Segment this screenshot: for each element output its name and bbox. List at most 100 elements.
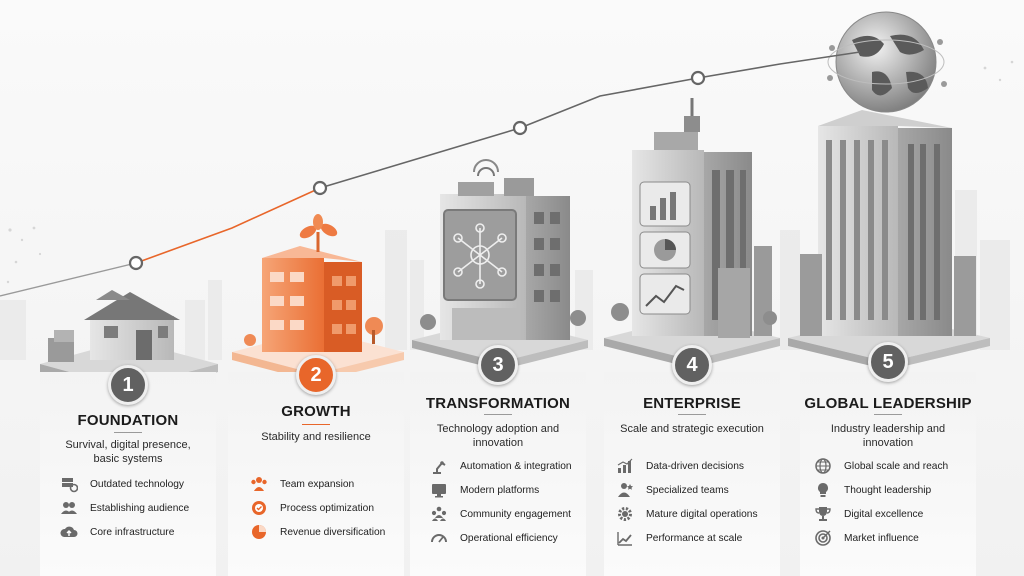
stage-item: Global scale and reach [814, 454, 976, 478]
stage-item: Thought leadership [814, 478, 976, 502]
pie-chart-icon [250, 523, 268, 541]
growth-node-3 [512, 120, 528, 136]
stage-item: Modern platforms [430, 478, 586, 502]
title-divider [678, 414, 706, 415]
stage-item: Data-driven decisions [616, 454, 780, 478]
growth-nodes [128, 70, 706, 271]
stage-title: GROWTH [281, 403, 351, 420]
stage-item-label: Community engagement [460, 508, 571, 520]
stage-number-badge: 1 [108, 365, 148, 405]
stage-3: 3 TRANSFORMATION Technology adoption and… [410, 0, 586, 576]
stage-number-badge: 2 [296, 355, 336, 395]
growth-chart-icon [616, 529, 634, 547]
stage-5: 5 GLOBAL LEADERSHIP Industry leadership … [800, 0, 976, 576]
stage-title: GLOBAL LEADERSHIP [804, 395, 972, 412]
growth-node-1 [128, 255, 144, 271]
stage-title: TRANSFORMATION [425, 395, 571, 412]
stage-column-background [228, 372, 404, 576]
stage-item-label: Digital excellence [844, 508, 924, 520]
globe-tower-building [800, 11, 976, 336]
growth-node-4 [690, 70, 706, 86]
stage-item-list: Global scale and reach Thought leadershi… [814, 454, 976, 550]
globe-icon [814, 457, 832, 475]
trophy-icon [814, 505, 832, 523]
stage-item-label: Mature digital operations [646, 508, 758, 520]
growth-line [319, 51, 861, 189]
network-tower-building [420, 159, 586, 340]
title-divider [114, 432, 142, 433]
title-divider [484, 414, 512, 415]
stage-item-label: Specialized teams [646, 484, 729, 496]
stage-item-label: Thought leadership [844, 484, 932, 496]
stage-item: Establishing audience [60, 496, 216, 520]
stage-item-label: Revenue diversification [280, 526, 386, 538]
stage-item-list: Automation & integration Modern platform… [430, 454, 586, 550]
stage-item: Outdated technology [60, 472, 216, 496]
stage-subtitle: Survival, digital presence, basic system… [65, 439, 191, 465]
lightbulb-icon [814, 481, 832, 499]
title-divider [302, 424, 330, 425]
stage-title: ENTERPRISE [643, 395, 741, 412]
stage-number-badge: 4 [672, 345, 712, 385]
stage-item: Revenue diversification [250, 520, 404, 544]
stage-item-label: Team expansion [280, 478, 355, 490]
stage-item: Specialized teams [616, 478, 780, 502]
stage-title: FOUNDATION [77, 412, 179, 429]
orange-office-building [244, 214, 383, 352]
stage-item-list: Data-driven decisions Specialized teams … [616, 454, 780, 550]
stage-item-label: Global scale and reach [844, 460, 949, 472]
bar-chart-icon [616, 457, 634, 475]
gear-check-icon [250, 499, 268, 517]
stage-item: Operational efficiency [430, 526, 586, 550]
stage-item-label: Operational efficiency [460, 532, 558, 544]
speedometer-icon [430, 529, 448, 547]
stage-number-badge: 5 [868, 342, 908, 382]
stage-item: Mature digital operations [616, 502, 780, 526]
stage-number-badge: 3 [478, 345, 518, 385]
stage-item: Performance at scale [616, 526, 780, 550]
community-icon [430, 505, 448, 523]
stage-item-label: Performance at scale [646, 532, 743, 544]
cloud-upload-icon [60, 523, 78, 541]
growth-line-start [0, 262, 137, 297]
target-icon [814, 529, 832, 547]
stage-item-label: Market influence [844, 532, 919, 544]
stage-item-label: Establishing audience [90, 502, 190, 514]
stage-item-list: Outdated technology Establishing audienc… [60, 472, 216, 544]
stage-item: Digital excellence [814, 502, 976, 526]
stage-item-label: Automation & integration [460, 460, 572, 472]
team-icon [250, 475, 268, 493]
stage-item-label: Modern platforms [460, 484, 540, 496]
gear-icon [616, 505, 634, 523]
stage-item: Core infrastructure [60, 520, 216, 544]
stage-item: Market influence [814, 526, 976, 550]
stage-item-list: Team expansion Process optimization Reve… [250, 472, 404, 544]
growth-line-accent [135, 187, 321, 264]
server-gear-icon [60, 475, 78, 493]
title-divider [874, 414, 902, 415]
stage-item-label: Process optimization [280, 502, 374, 514]
stage-subtitle: Technology adoption and innovation [436, 423, 560, 449]
stage-item: Automation & integration [430, 454, 586, 478]
analytics-skyscraper-building [611, 98, 777, 338]
decorative-dots [6, 60, 1014, 284]
growth-node-2 [312, 180, 328, 196]
people-group-icon [60, 499, 78, 517]
stage-item-label: Outdated technology [90, 478, 185, 490]
stage-column-background [604, 372, 780, 576]
stage-2: 2 GROWTH Stability and resilience Team e… [228, 0, 404, 576]
stage-subtitle: Scale and strategic execution [620, 423, 764, 435]
stage-item: Process optimization [250, 496, 404, 520]
stage-1: 1 FOUNDATION Survival, digital presence,… [40, 0, 216, 576]
house-building [48, 290, 180, 362]
specialist-icon [616, 481, 634, 499]
stage-subtitle: Industry leadership and innovation [830, 423, 946, 449]
stage-item-label: Core infrastructure [90, 526, 175, 538]
stage-4: 4 ENTERPRISE Scale and strategic executi… [604, 0, 780, 576]
monitor-icon [430, 481, 448, 499]
stage-item: Team expansion [250, 472, 404, 496]
stage-item: Community engagement [430, 502, 586, 526]
robot-arm-icon [430, 457, 448, 475]
stage-item-label: Data-driven decisions [646, 460, 744, 472]
